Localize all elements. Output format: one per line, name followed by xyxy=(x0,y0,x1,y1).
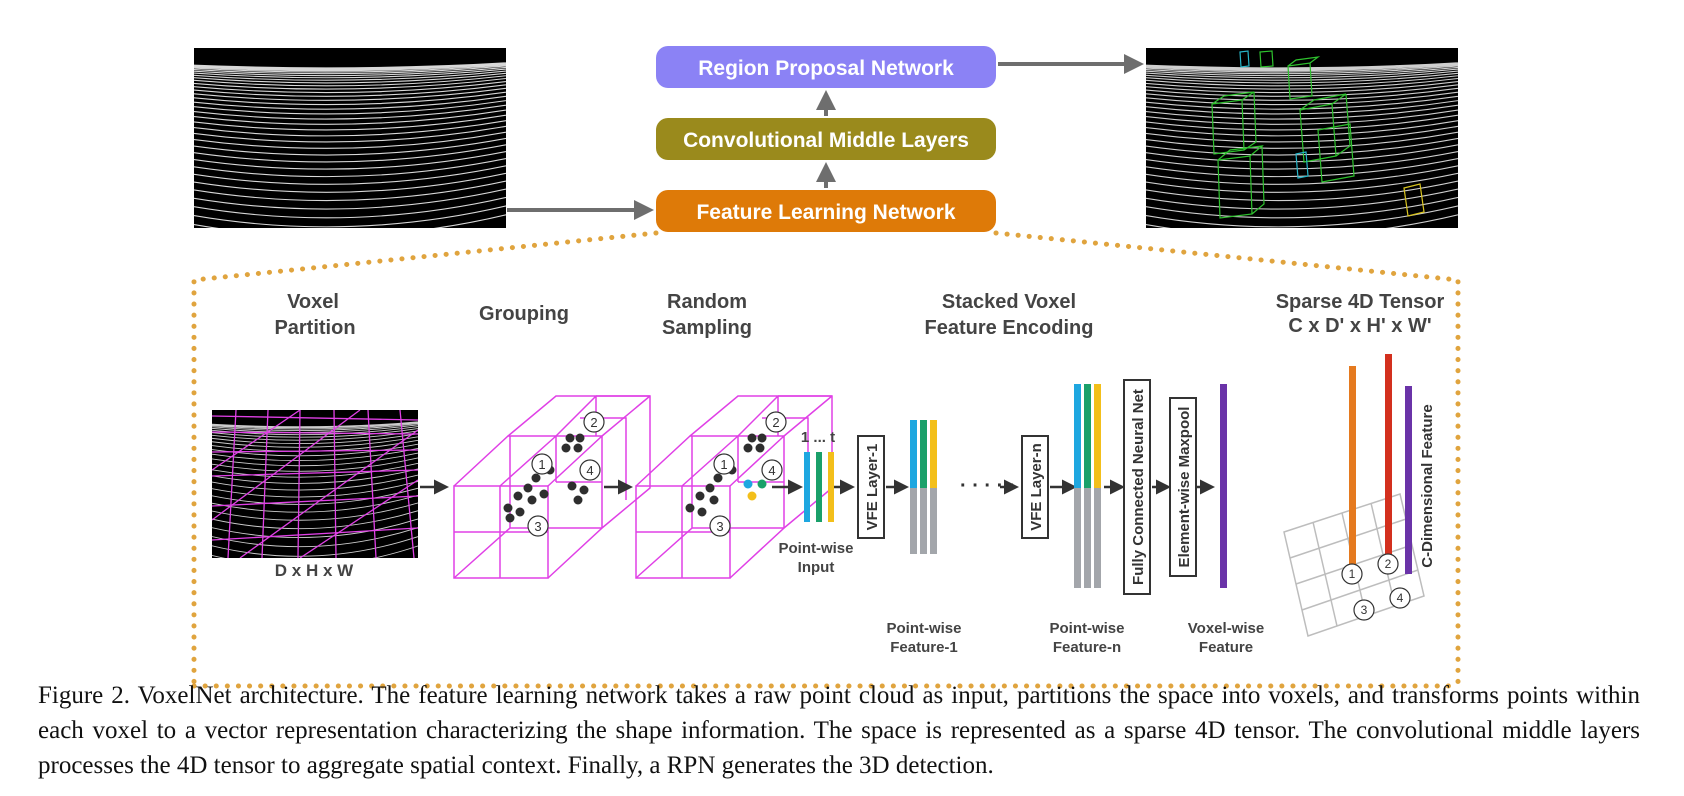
pointwise-feature-n-bars xyxy=(1074,384,1101,588)
stage-svfe-2: Feature Encoding xyxy=(925,317,1094,339)
zoom-dotted-outline xyxy=(191,230,1461,689)
vfe-layer-1-label: VFE Layer-1 xyxy=(864,444,881,531)
tensor-id-2: 2 xyxy=(1385,557,1392,571)
grouping-id-4: 4 xyxy=(586,463,593,478)
detection-box-yellow xyxy=(1403,183,1425,217)
pointwise-input-label-1: Point-wise xyxy=(778,540,853,557)
pointwise-feature-1-label-2: Feature-1 xyxy=(890,639,958,656)
pointwise-feature-1-bars xyxy=(910,420,937,554)
sampling-voxel-ids: 1 2 3 4 xyxy=(709,411,787,537)
tensor-id-4: 4 xyxy=(1397,591,1404,605)
sampling-id-4: 4 xyxy=(768,463,775,478)
maxpool-label: Element-wise Maxpool xyxy=(1176,407,1193,568)
grouping-id-1: 1 xyxy=(538,457,545,472)
one-to-t-label: 1 ... t xyxy=(801,429,835,446)
figure-caption: Figure 2. VoxelNet architecture. The fea… xyxy=(38,682,1640,779)
pointwise-input-bars xyxy=(804,452,834,522)
pipeline-arrows xyxy=(507,54,1144,220)
lidar-scan-lines xyxy=(194,62,506,228)
cml-box: Convolutional Middle Layers xyxy=(656,118,996,160)
grouping-id-3: 3 xyxy=(534,519,541,534)
layer-ellipsis: · · · · · xyxy=(960,475,1016,497)
voxel-grid-overlay xyxy=(212,410,418,558)
sampling-colored-points xyxy=(743,479,767,501)
rpn-label: Region Proposal Network xyxy=(698,57,954,80)
cml-label: Convolutional Middle Layers xyxy=(683,129,969,152)
dxhxw-label: D x H x W xyxy=(275,561,354,580)
vfe-layer-n-label: VFE Layer-n xyxy=(1028,443,1045,531)
pointwise-feature-n-label-2: Feature-n xyxy=(1053,639,1121,656)
pointwise-input-label-2: Input xyxy=(798,559,835,576)
tensor-id-1: 1 xyxy=(1349,567,1356,581)
voxelwise-feature-bar xyxy=(1220,384,1227,588)
stage-sparse-tensor-1: Sparse 4D Tensor xyxy=(1276,291,1445,313)
detection-boxes-cyan xyxy=(1239,50,1309,179)
lidar-scan-lines xyxy=(1146,62,1458,228)
maxpool-box: Element-wise Maxpool xyxy=(1169,397,1197,577)
detection-boxes-green xyxy=(1211,50,1355,219)
stage-voxel-partition-2: Partition xyxy=(274,317,355,339)
grouping-id-2: 2 xyxy=(590,415,597,430)
fln-label: Feature Learning Network xyxy=(696,201,955,224)
voxelwise-feature-label-1: Voxel-wise xyxy=(1188,620,1264,637)
vfe-layer-1-box: VFE Layer-1 xyxy=(857,435,885,539)
input-point-cloud-image xyxy=(194,48,506,228)
fln-box: Feature Learning Network xyxy=(656,190,996,232)
grouping-voxel-ids: 1 2 3 4 xyxy=(527,411,605,537)
stage-random-sampling-2: Sampling xyxy=(662,317,752,339)
fcn-box: Fully Connected Neural Net xyxy=(1123,379,1151,595)
output-detection-image xyxy=(1146,48,1458,228)
tensor-id-3: 3 xyxy=(1361,603,1368,617)
sampling-id-2: 2 xyxy=(772,415,779,430)
stage-svfe-1: Stacked Voxel xyxy=(942,291,1076,313)
pointwise-feature-1-label-1: Point-wise xyxy=(886,620,961,637)
fcn-label: Fully Connected Neural Net xyxy=(1130,389,1147,585)
voxel-partition-image xyxy=(212,410,418,558)
stage-grouping: Grouping xyxy=(479,303,569,325)
stage-voxel-partition-1: Voxel xyxy=(287,291,339,313)
voxelwise-feature-label-2: Feature xyxy=(1199,639,1253,656)
c-dim-feature-label: C-Dimensional Feature xyxy=(1419,404,1436,567)
stage-sparse-tensor-2: C x D' x H' x W' xyxy=(1288,315,1431,337)
sampling-id-3: 3 xyxy=(716,519,723,534)
pointwise-feature-n-label-1: Point-wise xyxy=(1049,620,1124,637)
grouping-points xyxy=(503,433,589,523)
sampling-id-1: 1 xyxy=(720,457,727,472)
stage-random-sampling-1: Random xyxy=(667,291,747,313)
sparse-tensor-feature-bars xyxy=(1349,354,1412,574)
grouping-voxel-grid xyxy=(453,395,651,579)
rpn-box: Region Proposal Network xyxy=(656,46,996,88)
sparse-tensor-voxel-ids: 1 2 3 4 xyxy=(1341,553,1411,621)
vfe-layer-n-box: VFE Layer-n xyxy=(1021,435,1049,539)
